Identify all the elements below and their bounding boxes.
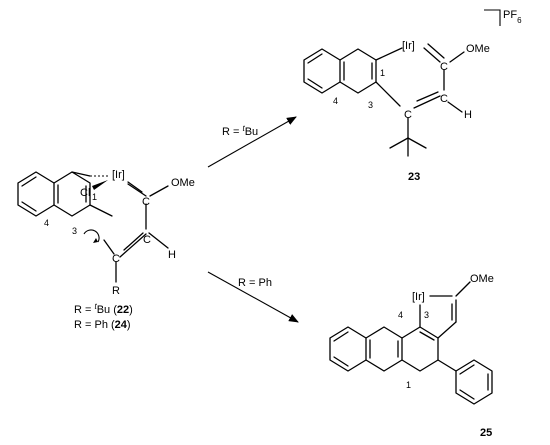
- product-23-locant-1: 1: [380, 68, 385, 78]
- product-23-h-atom: H: [464, 109, 472, 121]
- product-23-locant-3: 3: [368, 100, 373, 110]
- product-25-locant-1: 1: [406, 380, 411, 390]
- reactant-locant-3: 3: [72, 226, 77, 236]
- reactant-locant-1: 1: [92, 192, 97, 202]
- product-23-counterion: PF6: [503, 9, 522, 25]
- product-23-structure: [303, 9, 501, 157]
- product-23-c-atom-lower: C: [440, 93, 448, 105]
- product-23-ome-group: OMe: [466, 43, 490, 55]
- reactant-r-group: R: [112, 285, 120, 297]
- arrow-lower-label: R = Ph: [238, 277, 272, 289]
- reactant-ome-group: OMe: [171, 177, 195, 189]
- reactant-structure: [17, 171, 169, 283]
- arrow-upper-label: R = tBu: [222, 124, 258, 139]
- product-23-c-atom-upper: C: [440, 61, 448, 73]
- product-25-ome-group: OMe: [470, 273, 494, 285]
- product-25-locant-3: 3: [424, 310, 429, 320]
- reactant-cl-atom: Cl: [80, 187, 90, 199]
- reactant-c-atom-upper: C: [142, 196, 150, 208]
- arrow-to-product-25: [207, 271, 299, 323]
- product-25-locant-4: 4: [398, 310, 403, 320]
- product-23-number: 23: [408, 171, 420, 183]
- product-25-ir-atom: [Ir]: [412, 291, 425, 303]
- product-25-number: 25: [480, 427, 492, 439]
- reactant-ir-atom: [Ir]: [112, 169, 125, 181]
- product-23-locant-4: 4: [333, 96, 338, 106]
- reactant-h-atom: H: [168, 249, 176, 261]
- arrow-to-product-23: [207, 116, 297, 168]
- reactant-locant-4: 4: [44, 218, 49, 228]
- reactant-c-atom-lower: C: [143, 234, 151, 246]
- reactant-label-ph: R = Ph (24): [74, 319, 131, 331]
- product-23-ir-atom: [Ir]: [402, 40, 415, 52]
- reactant-c-atom-r: C: [112, 253, 120, 265]
- reactant-label-tbu: R = tBu (22): [74, 302, 133, 317]
- product-23-c-atom-tbu: C: [404, 109, 412, 121]
- product-25-structure: [329, 281, 493, 405]
